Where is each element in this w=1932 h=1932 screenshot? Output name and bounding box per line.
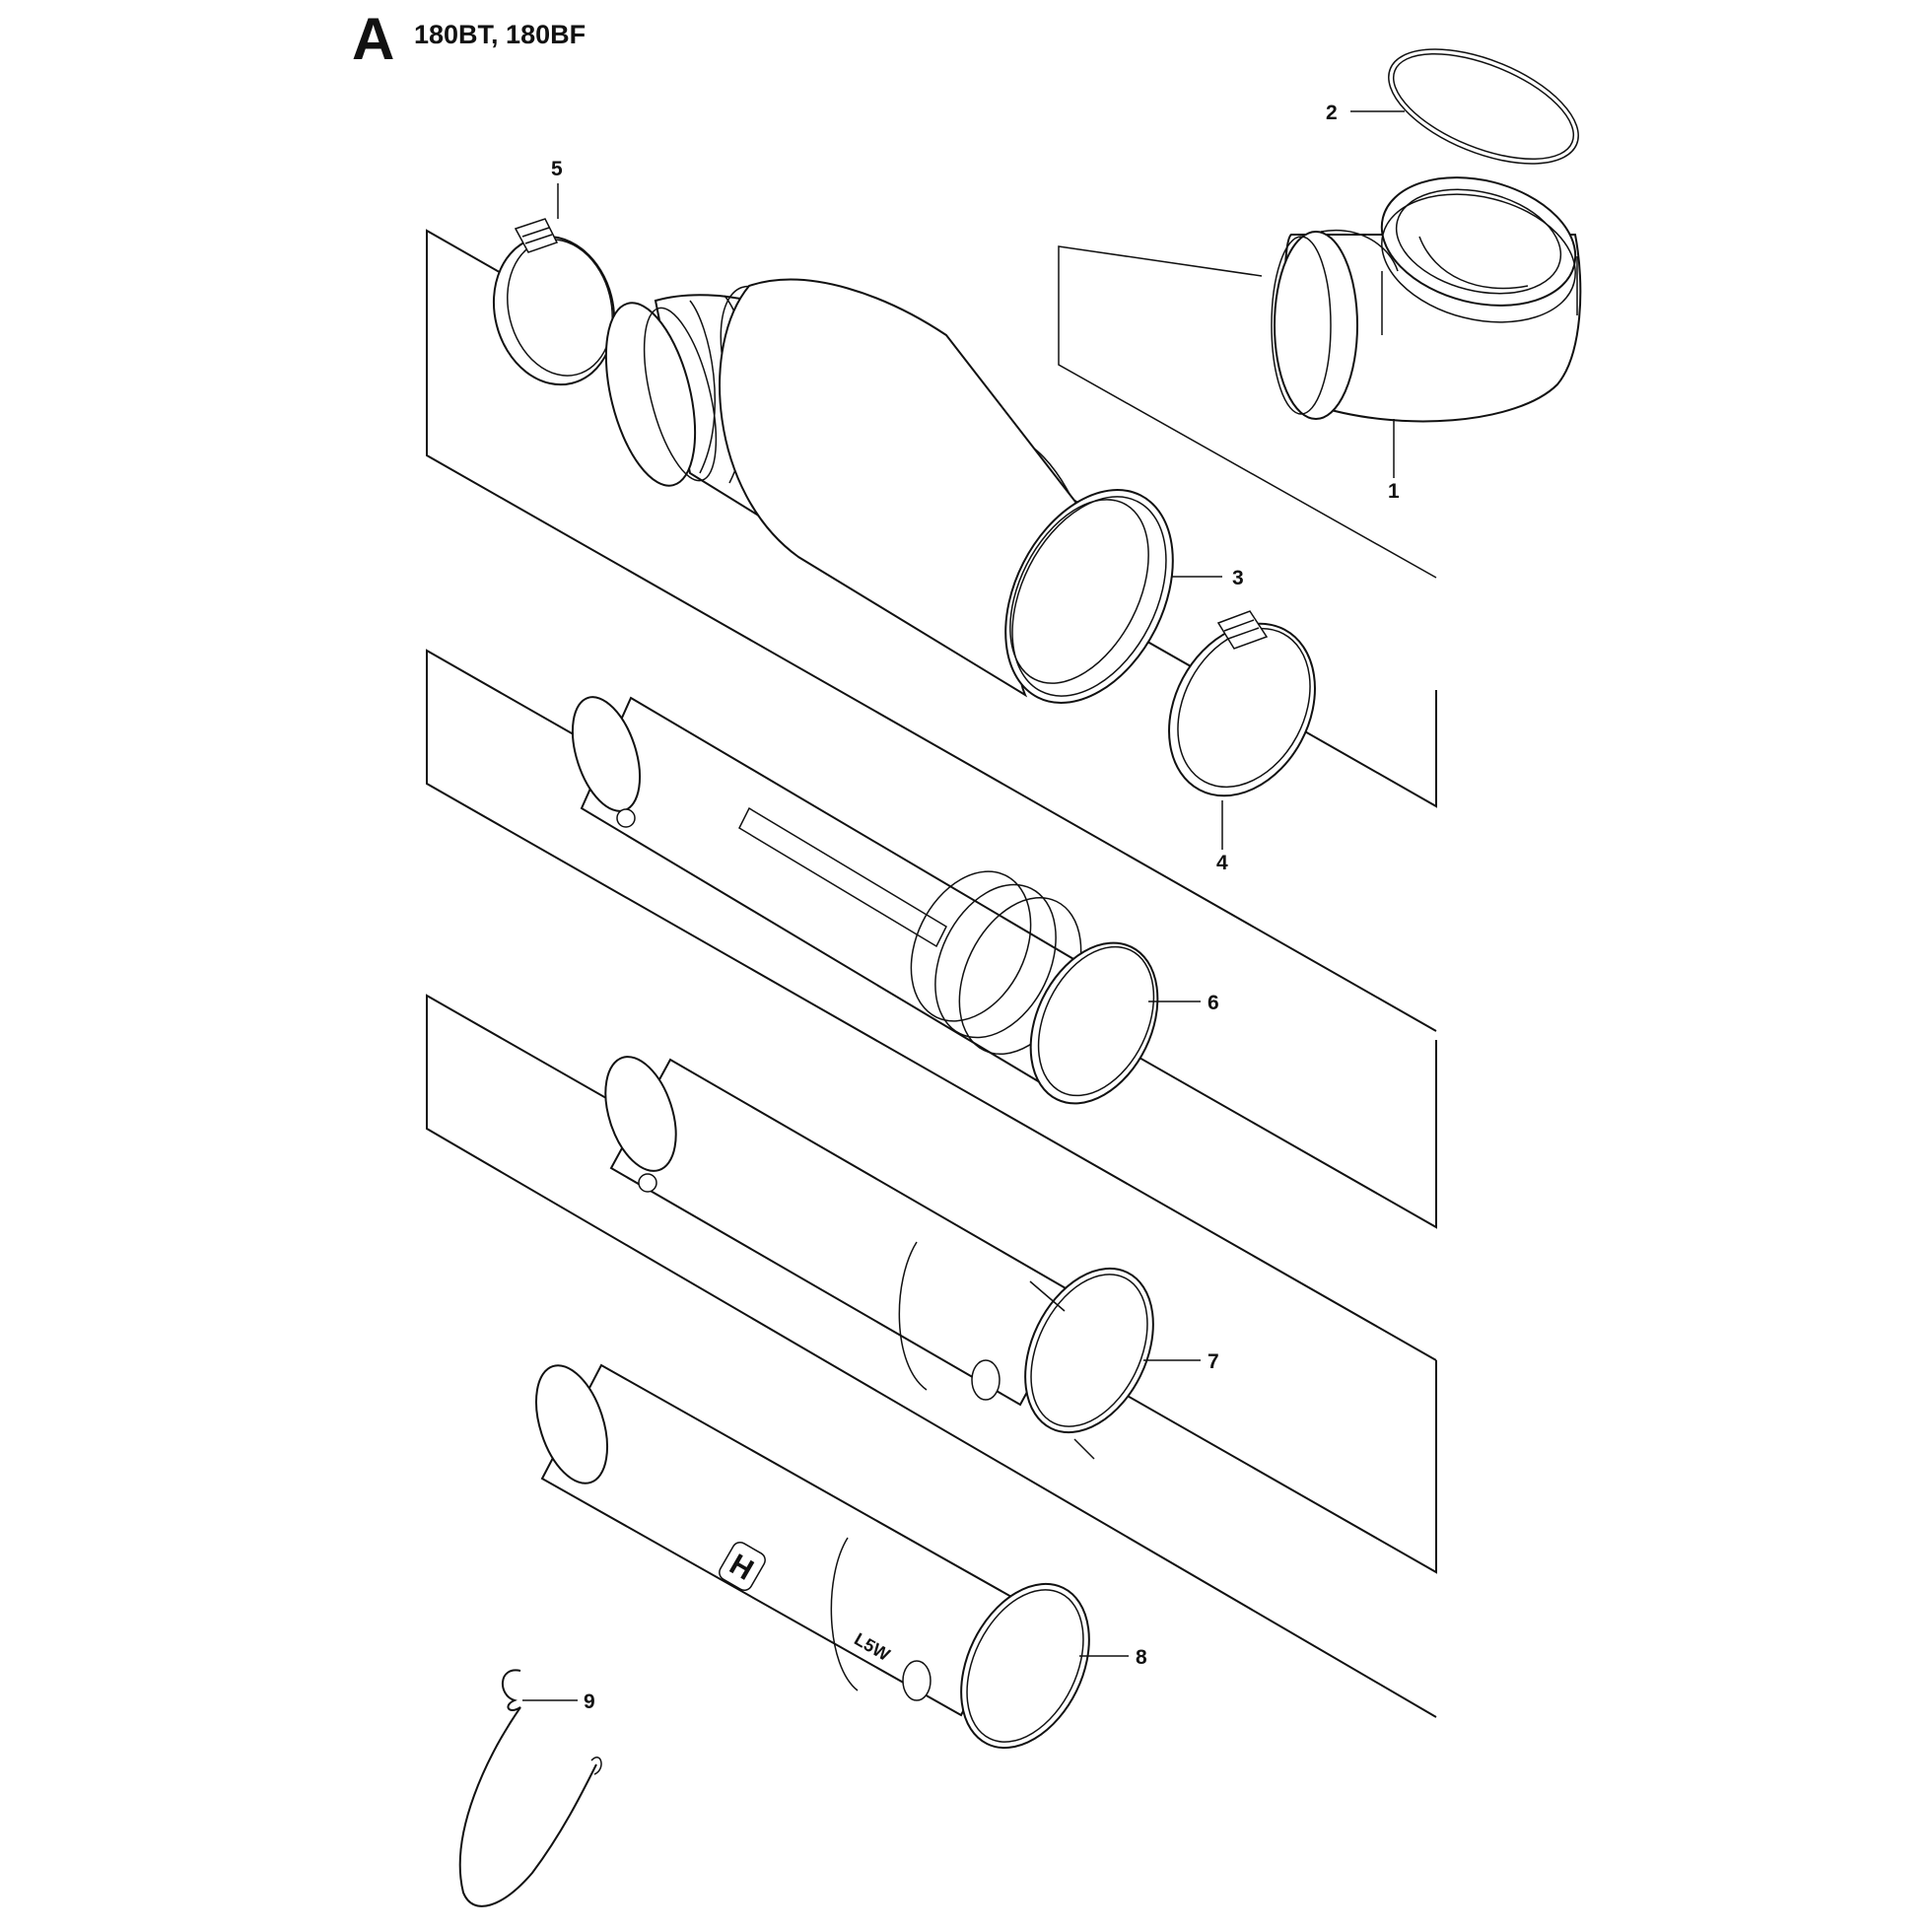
section-letter: A (352, 6, 395, 72)
part-3-ring (1004, 489, 1174, 704)
part-7-tube (604, 1056, 1154, 1460)
callout-7: 7 (1208, 1350, 1219, 1373)
panel-2 (426, 649, 1437, 1361)
callout-leaders (522, 110, 1405, 1701)
part-1-elbow (1271, 176, 1582, 423)
panel-elbow (1058, 245, 1437, 579)
callout-9: 9 (584, 1690, 595, 1713)
panel-top (426, 229, 1437, 1032)
callout-labels: 2 1 3 4 5 6 7 8 9 (551, 102, 1400, 1713)
callout-1: 1 (1388, 480, 1400, 503)
part-bellows-hose (604, 278, 1101, 698)
part-9-wire-clip (458, 1669, 602, 1907)
callout-6: 6 (1208, 992, 1219, 1014)
part-5-hose-clamp (492, 218, 616, 386)
part-6-tube (571, 696, 1159, 1105)
panel-3 (426, 994, 1437, 1718)
part-4-hose-clamp (1168, 610, 1316, 797)
callout-2: 2 (1326, 102, 1338, 124)
callout-4: 4 (1216, 852, 1228, 874)
callout-5: 5 (551, 158, 563, 180)
part-8-nozzle-tube: H L5W (535, 1363, 1090, 1750)
callout-8: 8 (1136, 1646, 1147, 1669)
callout-3: 3 (1232, 567, 1244, 589)
part-2-oring (1388, 48, 1579, 165)
model-title: 180BT, 180BF (414, 20, 586, 49)
